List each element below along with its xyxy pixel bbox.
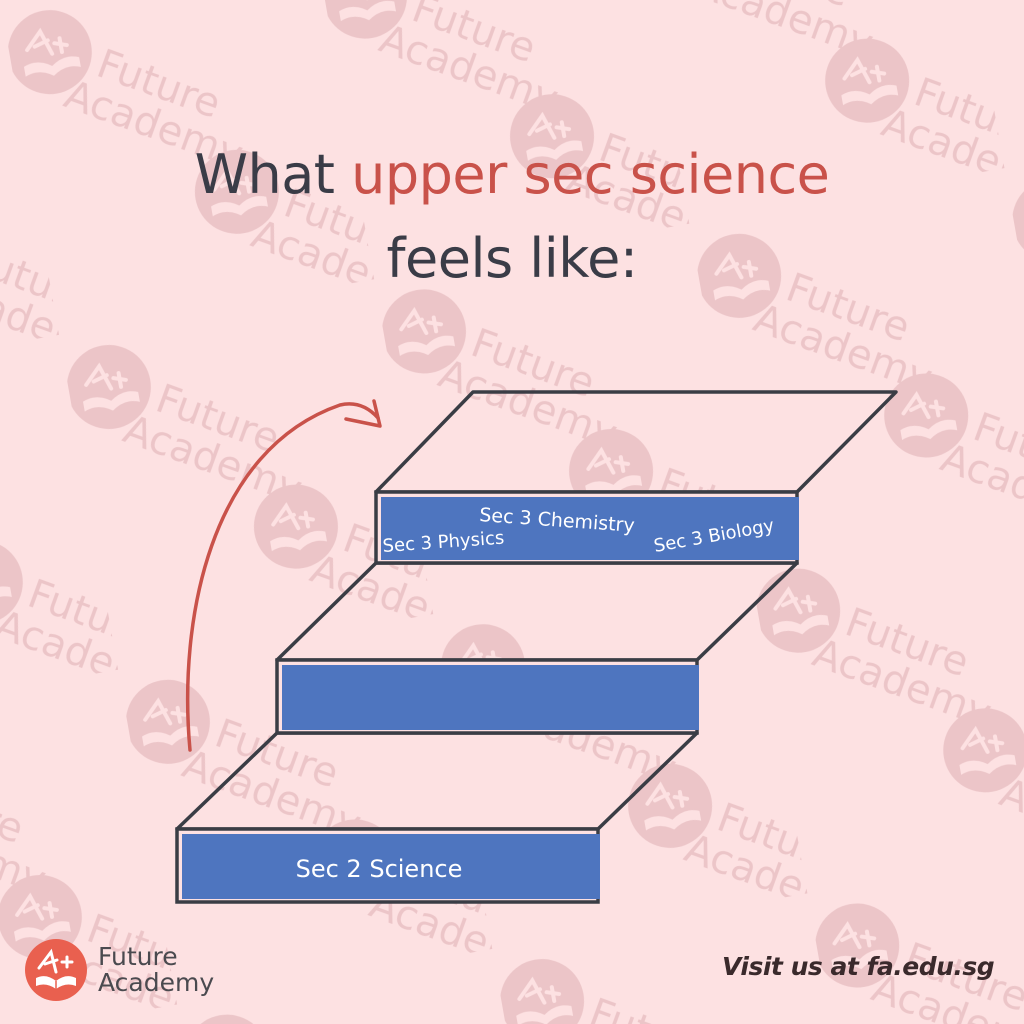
visit-website-link[interactable]: Visit us at fa.edu.sg <box>722 952 995 981</box>
bottom-riser <box>175 827 600 904</box>
bottom-tread <box>175 731 699 831</box>
brand-line-1: Future <box>98 942 178 971</box>
curved-arrow-icon <box>185 399 382 752</box>
title-accent: upper sec science <box>351 143 830 206</box>
brand-line-2: Academy <box>98 968 215 997</box>
a-plus-book-logo-icon <box>25 939 87 1001</box>
title-line-2: feels like: <box>386 227 638 290</box>
title-line-1: What upper sec science <box>0 148 1024 202</box>
footer-brand-logo[interactable]: Future Academy <box>24 938 214 1002</box>
top-tread <box>374 390 898 494</box>
brand-name: Future Academy <box>98 944 214 996</box>
middle-tread <box>275 561 799 662</box>
middle-riser <box>275 658 699 735</box>
top-riser <box>374 490 799 565</box>
label-sec2-science: Sec 2 Science <box>296 855 463 883</box>
title-prefix: What <box>194 143 352 206</box>
